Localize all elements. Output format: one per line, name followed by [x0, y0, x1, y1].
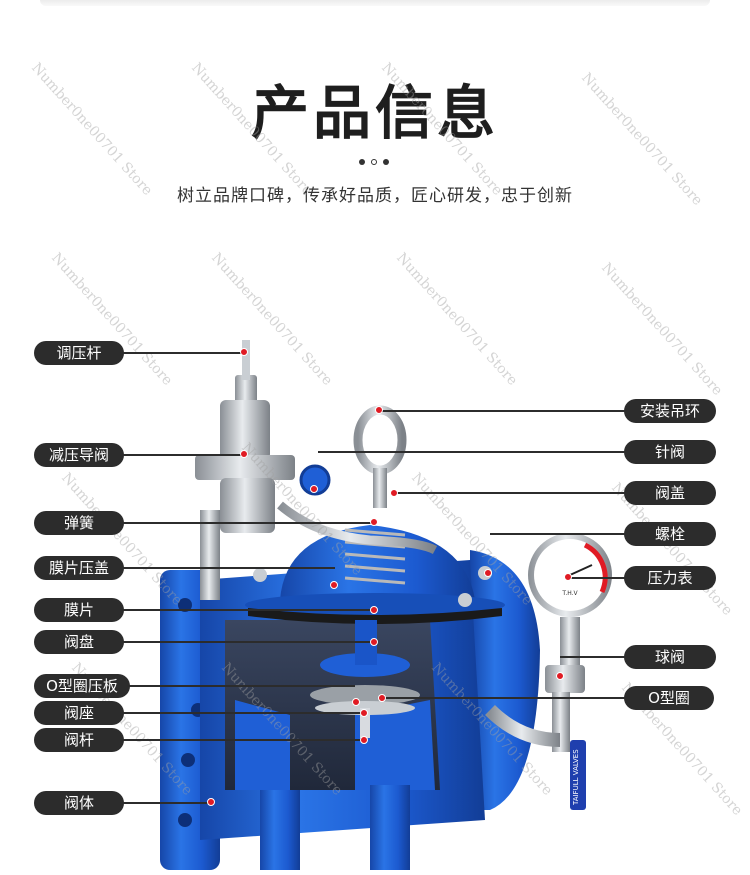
- part-label-spring: 弹簧: [34, 511, 124, 535]
- leader-line: [120, 712, 365, 714]
- leader-line: [318, 451, 630, 453]
- leader-line: [120, 352, 245, 354]
- bypass-elbow: [485, 704, 561, 747]
- leader-line: [385, 697, 630, 699]
- leader-line: [120, 609, 375, 611]
- valve-foot: [260, 790, 300, 870]
- flange-hole: [178, 813, 192, 827]
- callout-pin: [370, 518, 378, 526]
- leader-line: [120, 641, 375, 643]
- bolt: [253, 568, 267, 582]
- leader-line: [120, 739, 365, 741]
- part-label-o-ring-plate: O型圈压板: [34, 674, 130, 698]
- pilot-flange: [195, 455, 295, 480]
- leader-line: [490, 533, 630, 535]
- bolt: [458, 593, 472, 607]
- callout-pin: [330, 581, 338, 589]
- valve-product-photo: T.H.V TAIFULL VALVES: [160, 340, 612, 870]
- part-label-lifting-ring: 安装吊环: [624, 399, 716, 423]
- flange-hole: [181, 753, 195, 767]
- divider-dot-hollow: [371, 159, 377, 165]
- gauge-pipe: [560, 617, 580, 677]
- leader-line: [568, 577, 630, 579]
- leader-line: [560, 656, 630, 658]
- pilot-upper-body: [220, 400, 270, 460]
- callout-pin: [556, 672, 564, 680]
- part-label-valve-body: 阀体: [34, 791, 124, 815]
- callout-pin: [390, 489, 398, 497]
- part-label-ball-valve: 球阀: [624, 645, 716, 669]
- callout-pin: [484, 569, 492, 577]
- divider-dot: [383, 159, 389, 165]
- part-label-valve-cover: 阀盖: [624, 481, 716, 505]
- leader-line: [120, 685, 355, 687]
- callout-pin: [370, 638, 378, 646]
- title-divider-dots: [359, 158, 391, 166]
- gauge-needle: [569, 564, 593, 576]
- gauge-red-zone: [583, 542, 608, 594]
- diaphragm: [248, 608, 502, 624]
- lifting-eye-shank: [373, 468, 387, 508]
- adjusting-rod: [242, 340, 250, 380]
- callout-pin: [207, 798, 215, 806]
- callout-pin: [375, 406, 383, 414]
- part-label-pressure-reducing-pilot: 减压导阀: [34, 443, 124, 467]
- part-label-valve-disc: 阀盘: [34, 630, 124, 654]
- ball-valve-body: [545, 665, 585, 693]
- part-label-diaphragm-cover: 膜片压盖: [34, 556, 124, 580]
- needle-valve-handwheel: [299, 464, 331, 496]
- leader-line: [120, 454, 245, 456]
- leader-line: [120, 522, 375, 524]
- pilot-tube: [277, 501, 438, 555]
- part-label-pressure-adjusting-rod: 调压杆: [34, 341, 124, 365]
- ball-valve-handle: [570, 740, 586, 810]
- valve-inner-wall: [235, 700, 290, 790]
- bonnet-flange: [245, 593, 505, 617]
- callout-pin: [378, 694, 386, 702]
- page-subtitle: 树立品牌口碑，传承好品质，匠心研发，忠于创新: [177, 186, 573, 206]
- leader-line: [395, 492, 630, 494]
- callout-pin: [360, 736, 368, 744]
- lifting-eye: [353, 405, 407, 475]
- adjusting-screw-cap: [235, 375, 257, 405]
- part-label-needle-valve: 针阀: [624, 440, 716, 464]
- divider-dot: [359, 159, 365, 165]
- callout-pin: [310, 485, 318, 493]
- callout-pin: [370, 606, 378, 614]
- part-label-o-ring: O型圈: [624, 686, 714, 710]
- page-title: 产品信息: [250, 79, 499, 147]
- part-label-pressure-gauge: 压力表: [624, 566, 716, 590]
- top-edge-shadow: [40, 0, 710, 6]
- valve-stem: [360, 708, 370, 738]
- part-label-valve-stem: 阀杆: [34, 728, 124, 752]
- gauge-brand: T.H.V: [561, 590, 578, 597]
- pilot-lower-body: [220, 478, 275, 533]
- o-ring-plate: [310, 685, 420, 705]
- leader-line: [380, 410, 630, 412]
- valve-inner-wall: [355, 700, 435, 790]
- part-label-bolt: 螺栓: [624, 522, 716, 546]
- callout-pin: [240, 450, 248, 458]
- spring: [344, 528, 406, 585]
- ball-valve-plate: TAIFULL VALVES: [572, 749, 580, 806]
- callout-pin: [352, 698, 360, 706]
- pilot-pipe: [200, 510, 220, 600]
- leader-line: [120, 802, 210, 804]
- part-label-diaphragm: 膜片: [34, 598, 124, 622]
- flange-hole: [178, 598, 192, 612]
- leader-line: [120, 567, 335, 569]
- callout-pin: [360, 709, 368, 717]
- callout-pin: [564, 573, 572, 581]
- callout-pin: [240, 348, 248, 356]
- part-label-valve-seat: 阀座: [34, 701, 124, 725]
- valve-foot: [370, 785, 410, 870]
